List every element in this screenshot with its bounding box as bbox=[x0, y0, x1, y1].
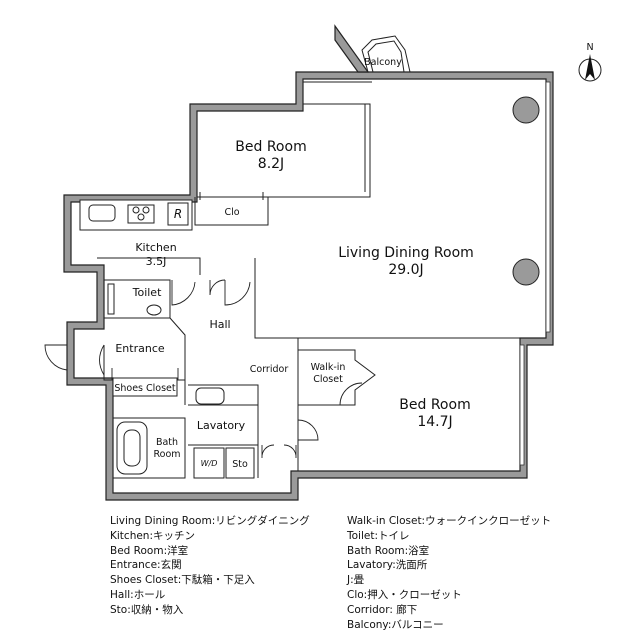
legend-left: Living Dining Room:リビングダイニング Kitchen:キッチ… bbox=[110, 514, 310, 618]
lavatory-label: Lavatory bbox=[197, 419, 246, 432]
floor-plan: Balcony R Clo Shoes Closet W/D Sto bbox=[44, 24, 602, 501]
hall-door-right bbox=[224, 280, 251, 306]
fridge-label: R bbox=[174, 207, 182, 221]
living-size: 29.0J bbox=[388, 262, 423, 278]
walkin-door bbox=[339, 382, 363, 406]
wd-label: W/D bbox=[201, 459, 218, 468]
balcony-label: Balcony bbox=[364, 57, 402, 68]
toilet-door bbox=[171, 280, 196, 306]
toilet-bowl-icon bbox=[146, 304, 162, 316]
storage-box bbox=[225, 447, 255, 479]
north-label: N bbox=[586, 42, 593, 53]
kitchen-partition bbox=[97, 257, 520, 339]
legend-item: Lavatory:洗面所 bbox=[347, 559, 428, 572]
legend-item: Shoes Closet:下駄箱・下足入 bbox=[110, 574, 255, 587]
fridge-box bbox=[167, 202, 189, 226]
entrance-door bbox=[44, 344, 68, 371]
bedroom2-size: 14.7J bbox=[417, 414, 452, 430]
living-name: Living Dining Room bbox=[338, 245, 474, 261]
washbasin-icon bbox=[195, 387, 225, 405]
stove-icon bbox=[127, 204, 155, 224]
pillar-south bbox=[512, 258, 540, 286]
bedroom1-name: Bed Room bbox=[235, 139, 306, 155]
bedroom2-name: Bed Room bbox=[399, 397, 470, 413]
window-east-lower bbox=[519, 344, 525, 466]
washer-box bbox=[193, 447, 225, 479]
hall-door-left bbox=[209, 279, 226, 296]
balcony-inner bbox=[367, 40, 405, 73]
legend-item: Kitchen:キッチン bbox=[110, 529, 195, 542]
pillar-north bbox=[512, 96, 540, 124]
closet-label: Clo bbox=[224, 207, 239, 218]
legend-right: Walk-in Closet:ウォークインクローゼット Toilet:トイレ B… bbox=[347, 514, 551, 632]
legend-item: Living Dining Room:リビングダイニング bbox=[110, 515, 310, 527]
north-arrow-icon: N bbox=[578, 42, 602, 82]
walkin-label-2: Closet bbox=[313, 374, 343, 385]
corridor-double-door bbox=[261, 444, 297, 459]
balcony-outline bbox=[361, 35, 411, 73]
legend-item: Bed Room:洋室 bbox=[110, 544, 189, 557]
legend-item: Balcony:バルコニー bbox=[347, 618, 444, 631]
walkin-closet-walls bbox=[297, 349, 376, 406]
legend-item: Hall:ホール bbox=[110, 588, 166, 601]
legend-item: Bath Room:浴室 bbox=[347, 544, 430, 557]
walkin-label-1: Walk-in bbox=[311, 362, 346, 373]
closet-box bbox=[194, 197, 269, 226]
balcony-wall bbox=[334, 24, 370, 73]
bedroom2-door-arc bbox=[297, 419, 319, 441]
shoes-closet-box bbox=[112, 377, 178, 397]
kitchen-size: 3.5J bbox=[146, 255, 167, 268]
toilet-label: Toilet bbox=[132, 286, 162, 299]
window-east bbox=[545, 81, 551, 333]
bedroom1-size: 8.2J bbox=[258, 156, 284, 172]
legend-item: Entrance:玄関 bbox=[110, 559, 182, 572]
entrance-label: Entrance bbox=[115, 342, 165, 355]
bath-label-1: Bath bbox=[156, 437, 178, 448]
bedroom1-top bbox=[302, 81, 372, 111]
toilet-walls bbox=[104, 279, 171, 319]
corridor-label: Corridor bbox=[250, 364, 289, 375]
kitchen-name: Kitchen bbox=[135, 241, 176, 254]
legend-item: Walk-in Closet:ウォークインクローゼット bbox=[347, 515, 552, 527]
legend-item: Corridor: 廊下 bbox=[347, 603, 418, 616]
shoes-closet-label: Shoes Closet bbox=[114, 383, 176, 394]
hall-wall-left bbox=[169, 317, 186, 405]
bedroom1-wall bbox=[197, 103, 371, 198]
sink-icon bbox=[88, 204, 116, 222]
storage-label: Sto bbox=[232, 459, 248, 470]
legend-item: Sto:収納・物入 bbox=[110, 603, 184, 616]
lavatory-walls bbox=[188, 384, 259, 478]
legend-item: Toilet:トイレ bbox=[347, 529, 410, 542]
bath-label-2: Room bbox=[153, 449, 180, 460]
legend-item: Clo:押入・クローゼット bbox=[347, 588, 462, 601]
toilet-tank bbox=[107, 283, 115, 315]
hall-label: Hall bbox=[209, 318, 230, 331]
legend-item: J:畳 bbox=[347, 574, 365, 587]
